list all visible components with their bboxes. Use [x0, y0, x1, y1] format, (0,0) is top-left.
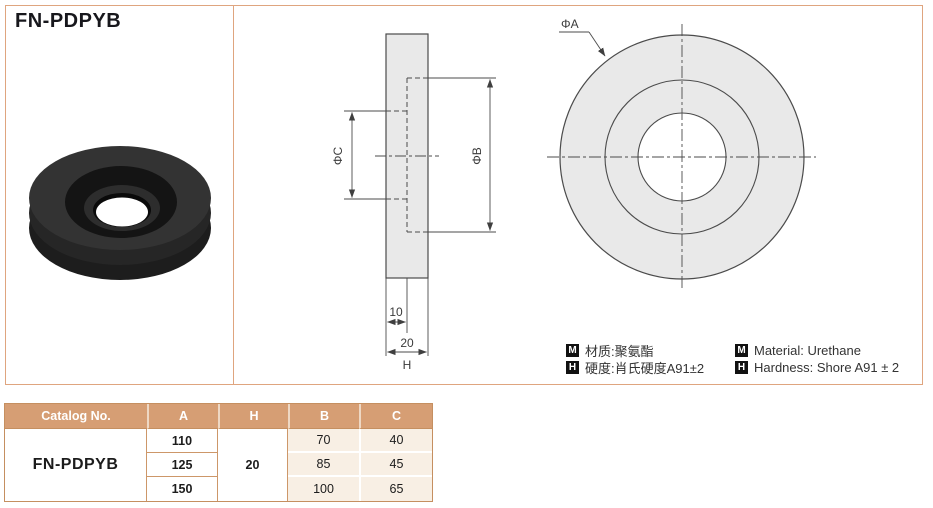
- dim-label-20: 20: [400, 336, 414, 350]
- front-view: [547, 24, 816, 291]
- dim-label-10: 10: [389, 305, 403, 319]
- b-value-cell: 70: [288, 429, 359, 453]
- a-value-cell: 150: [147, 477, 218, 501]
- b-value-cell: 100: [288, 477, 359, 501]
- material-badge: M: [735, 344, 748, 357]
- b-value-cell: 85: [288, 453, 359, 477]
- header-b: B: [288, 404, 359, 429]
- note-hardness-en-text: Hardness: Shore A91 ± 2: [754, 360, 900, 375]
- page-title: FN-PDPYB: [15, 10, 122, 32]
- spec-table: Catalog No. A H B C FN-PDPYB 110 20 70 4…: [4, 403, 433, 502]
- a-value-cell: 110: [147, 429, 218, 453]
- a-value-cell: 125: [147, 453, 218, 477]
- note-material-cn-text: 材质:聚氨酯: [585, 344, 654, 359]
- note-material-cn: M 材质:聚氨酯: [566, 343, 654, 359]
- material-badge: M: [566, 344, 579, 357]
- table-header-row: Catalog No. A H B C: [5, 404, 432, 429]
- table-row: 125 85 45: [5, 453, 432, 477]
- c-value-cell: 40: [359, 429, 432, 453]
- header-h: H: [218, 404, 288, 429]
- table-row: 150 100 65: [5, 477, 432, 501]
- table-row: FN-PDPYB 110 20 70 40: [5, 429, 432, 501]
- note-hardness-cn-text: 硬度:肖氏硬度A91±2: [585, 361, 705, 376]
- note-hardness-en: H Hardness: Shore A91 ± 2: [735, 360, 899, 375]
- note-hardness-cn: H 硬度:肖氏硬度A91±2: [566, 360, 705, 376]
- dim-label-h: H: [403, 358, 412, 372]
- dim-label-phi-c: ΦC: [331, 147, 345, 166]
- technical-drawing: ΦC ΦB 10 20 H ΦA: [331, 17, 816, 372]
- note-material-en-text: Material: Urethane: [754, 343, 861, 358]
- header-c: C: [359, 404, 432, 429]
- dim-label-phi-b: ΦB: [470, 147, 484, 165]
- panel-divider: [233, 5, 234, 385]
- product-photo-washer: [29, 146, 211, 280]
- note-material-en: M Material: Urethane: [735, 343, 861, 358]
- hardness-badge: H: [566, 361, 579, 374]
- side-section-view: [344, 33, 496, 356]
- dim-label-phi-a: ΦA: [561, 17, 579, 31]
- h-value-cell: 20: [218, 429, 288, 501]
- c-value-cell: 65: [359, 477, 432, 501]
- hardness-badge: H: [735, 361, 748, 374]
- header-a: A: [147, 404, 218, 429]
- c-value-cell: 45: [359, 453, 432, 477]
- header-catalog-no: Catalog No.: [5, 404, 147, 429]
- catalog-no-cell: FN-PDPYB: [5, 429, 147, 501]
